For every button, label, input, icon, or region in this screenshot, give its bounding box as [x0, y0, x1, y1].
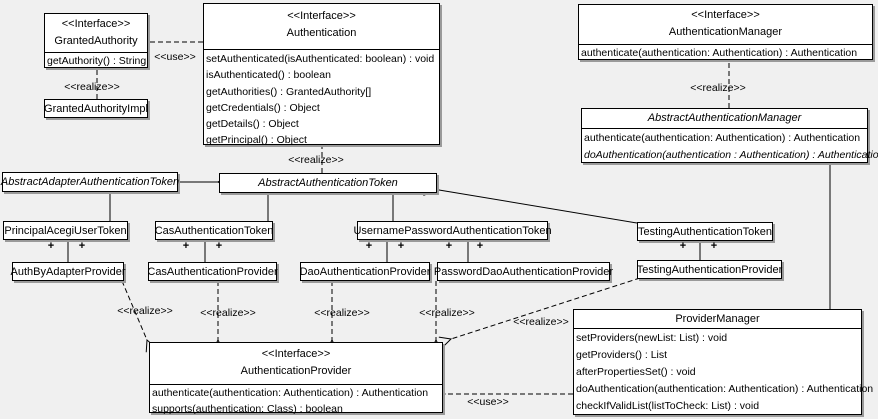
use-label: <<use>> — [154, 51, 196, 63]
class-name: CasAuthenticationProvider — [147, 265, 278, 278]
realize-label: <<realize>> — [200, 307, 256, 319]
class-name: GrantedAuthorityImpl — [44, 102, 148, 115]
method-label: doAuthentication(authentication: Authent… — [576, 383, 874, 395]
plus-marker: + — [182, 240, 190, 252]
class-name: AbstractAuthenticationToken — [258, 177, 398, 189]
method-label: getCredentials() : Object — [206, 101, 320, 114]
realize-auth-by-adapter-to-provider-interface — [121, 280, 157, 353]
realize-label: <<realize>> — [64, 81, 120, 93]
class-username-password-authentication-token: UsernamePasswordAuthenticationToken — [353, 221, 552, 240]
generalization-testing-token-to-abstract-token — [423, 179, 638, 224]
class-name: TestingAuthenticationToken — [638, 225, 772, 238]
class-name: Authentication — [286, 27, 357, 39]
class-name: PasswordDaoAuthenticationProvider — [433, 265, 614, 278]
stereotype-label: <<Interface>> — [261, 348, 331, 360]
class-granted-authority-impl: GrantedAuthorityImpl — [44, 99, 148, 118]
class-name: GrantedAuthority — [54, 35, 138, 47]
realize-label: <<realize>> — [288, 154, 344, 166]
stereotype-label: <<Interface>> — [61, 18, 131, 30]
realize-label: <<realize>> — [117, 305, 173, 317]
stereotype-label: <<Interface>> — [691, 9, 760, 21]
class-abstract-authentication-manager: AbstractAuthenticationManager authentica… — [581, 108, 878, 163]
method-label: afterPropertiesSet() : void — [576, 366, 696, 378]
method-label: supports(authentication: Class) : boolea… — [152, 402, 343, 415]
plus-marker: + — [397, 240, 405, 252]
realize-label: <<realize>> — [314, 307, 370, 319]
class-abstract-adapter-authentication-token: AbstractAdapterAuthenticationToken — [0, 172, 180, 192]
class-authentication-manager: <<Interface>> AuthenticationManager auth… — [578, 4, 873, 60]
plus-marker: + — [445, 240, 453, 252]
plus-marker: + — [365, 240, 373, 252]
plus-marker: + — [47, 240, 55, 252]
realize-label: <<realize>> — [513, 316, 569, 328]
method-label: getProviders() : List — [576, 349, 668, 361]
class-principal-acegi-user-token: PrincipalAcegiUserToken — [3, 221, 128, 240]
class-name: AuthenticationManager — [668, 26, 783, 38]
class-name: AuthByAdapterProvider — [10, 265, 126, 278]
method-label: authenticate(authentication: Authenticat… — [584, 132, 861, 144]
class-granted-authority: <<Interface>> GrantedAuthority getAuthor… — [44, 13, 148, 68]
realize-testing-provider-to-provider-interface — [438, 277, 641, 348]
class-name: DaoAuthenticationProvider — [299, 265, 431, 278]
plus-marker: + — [679, 240, 687, 252]
plus-marker: + — [710, 240, 718, 252]
stereotype-label: <<Interface>> — [287, 10, 356, 22]
class-testing-authentication-provider: TestingAuthenticationProvider — [637, 260, 782, 279]
class-auth-by-adapter-provider: AuthByAdapterProvider — [10, 262, 126, 281]
method-label: doAuthentication(authentication : Authen… — [584, 148, 878, 161]
method-label: authenticate(authentication: Authenticat… — [152, 387, 429, 399]
class-testing-authentication-token: TestingAuthenticationToken — [637, 222, 773, 241]
class-name: TestingAuthenticationProvider — [636, 263, 783, 276]
method-label: authenticate(authentication: Authenticat… — [581, 47, 858, 59]
method-label: getAuthority() : String — [47, 55, 147, 67]
class-abstract-authentication-token: AbstractAuthenticationToken — [219, 173, 437, 193]
method-label: getPrincipal() : Object — [206, 134, 307, 147]
class-cas-authentication-token: CasAuthenticationToken — [155, 221, 273, 240]
method-label: checkIfValidList(listToCheck: List) : vo… — [576, 400, 760, 412]
realize-label: <<realize>> — [419, 307, 475, 319]
class-name: AbstractAdapterAuthenticationToken — [0, 176, 180, 188]
realize-label: <<realize>> — [690, 82, 746, 94]
class-cas-authentication-provider: CasAuthenticationProvider — [147, 262, 278, 281]
plus-marker: + — [215, 240, 223, 252]
method-label: setAuthenticated(isAuthenticated: boolea… — [206, 53, 435, 65]
class-dao-authentication-provider: DaoAuthenticationProvider — [300, 262, 430, 281]
method-label: getAuthorities() : GrantedAuthority[] — [206, 85, 372, 98]
class-name: ProviderManager — [675, 313, 760, 325]
method-label: setProviders(newList: List) : void — [576, 332, 728, 344]
plus-marker: + — [78, 240, 86, 252]
use-label: <<use>> — [467, 396, 509, 408]
class-name: UsernamePasswordAuthenticationToken — [353, 224, 552, 237]
class-name: AbstractAuthenticationManager — [647, 112, 802, 124]
class-provider-manager: ProviderManager setProviders(newList: Li… — [573, 309, 874, 415]
method-label: getDetails() : Object — [206, 118, 299, 131]
class-password-dao-authentication-provider: PasswordDaoAuthenticationProvider — [433, 262, 614, 281]
class-name: AuthenticationProvider — [240, 365, 352, 377]
plus-marker: + — [476, 240, 484, 252]
method-label: isAuthenticated() : boolean — [206, 69, 331, 82]
class-name: CasAuthenticationToken — [154, 224, 274, 237]
class-authentication: <<Interface>> Authentication setAuthenti… — [203, 3, 440, 147]
class-authentication-provider: <<Interface>> AuthenticationProvider aut… — [149, 342, 443, 415]
class-name: PrincipalAcegiUserToken — [4, 224, 127, 237]
